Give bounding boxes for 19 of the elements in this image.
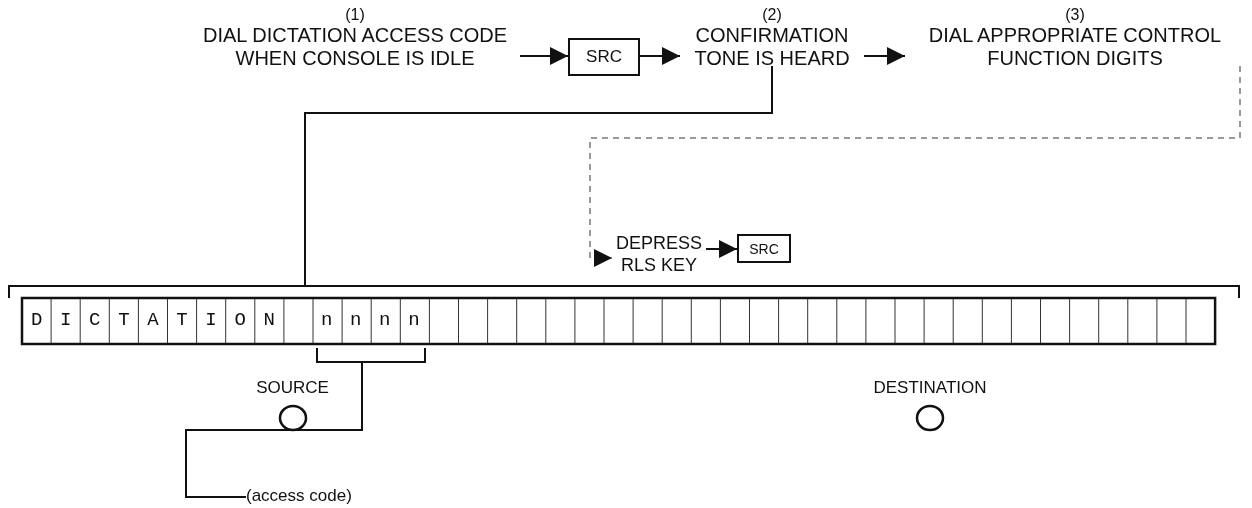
arrow [705, 240, 738, 258]
step-number: (2) [761, 6, 783, 24]
arrow [863, 47, 906, 65]
lamp-label: SOURCE [255, 378, 330, 398]
connector-line [304, 65, 773, 286]
key-box: SRC [568, 38, 640, 76]
arrow [639, 47, 681, 65]
step-instruction: DIAL APPROPRIATE CONTROL FUNCTION DIGITS [927, 24, 1223, 70]
step-instruction: CONFIRMATION TONE IS HEARD [693, 24, 851, 70]
instruction-text: DEPRESS RLS KEY [615, 232, 703, 276]
leader-line [185, 347, 426, 498]
key-box: SRC [737, 234, 791, 263]
arrow [519, 47, 569, 65]
step-instruction: DIAL DICTATION ACCESS CODE WHEN CONSOLE IS IDLE [201, 24, 509, 70]
note-text: (access code) [246, 486, 352, 505]
arrow [589, 65, 1241, 267]
lamp-label: DESTINATION [872, 378, 988, 398]
step-number: (3) [1064, 6, 1086, 24]
step-number: (1) [344, 6, 366, 24]
